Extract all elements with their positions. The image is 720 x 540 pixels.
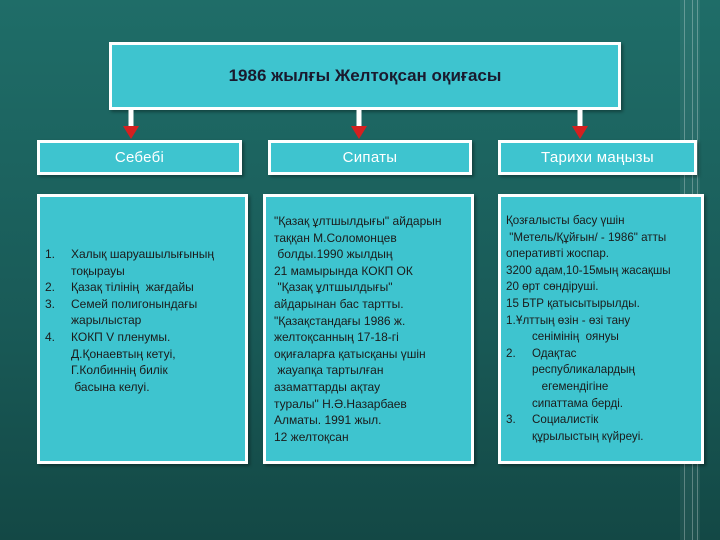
text-line: 15 БТР қатысытырылды.: [506, 296, 640, 310]
text-line: сипаттама берді.: [532, 396, 624, 410]
list-item-text: Одақтас республикалардың егемендігіне си…: [532, 346, 635, 412]
text-line: басына келуі.: [71, 379, 150, 394]
text-line: "Қазақстандағы 1986 ж.: [274, 313, 406, 328]
list-item-number: 1.: [45, 247, 56, 261]
text-line: Д.Қонаевтың кетуі,: [71, 346, 176, 361]
arrow-down-icon: [572, 110, 588, 139]
column-header-significance: Тарихи маңызы: [498, 140, 697, 175]
list-item-number: 1.: [506, 313, 516, 327]
text-line: КОКП V пленумы.: [71, 329, 171, 344]
text-line: тоқырауы: [71, 263, 125, 278]
text-line: Ұлттың өзін - өзі тану: [516, 313, 631, 327]
list-item-number: 4.: [45, 329, 56, 344]
text-line: Семей полигонындағы: [71, 296, 198, 311]
text-line: "Метель/Құйғын/ - 1986" атты: [506, 230, 667, 244]
text-line: Қозғалысты басу үшін: [506, 214, 625, 227]
causes-box: 1. Халық шаруашылығының тоқырауы 2. Қаза…: [37, 194, 248, 464]
column-header-label: Тарихи маңызы: [541, 149, 654, 166]
list-item-text: Қазақ тілінің жағдайы: [71, 279, 194, 296]
text-line: 21 мамырында КОКП ОК: [274, 263, 413, 278]
character-box: "Қазақ ұлтшылдығы" айдарын таққан М.Соло…: [263, 194, 474, 464]
text-line: республикалардың: [532, 363, 635, 377]
list-item-text: КОКП V пленумы. Д.Қонаевтың кетуі, Г.Кол…: [71, 329, 176, 395]
list-item-text: Халық шаруашылығының тоқырауы: [71, 246, 214, 279]
text-line: Халық шаруашылығының: [71, 247, 215, 261]
text-line: "Қазақ ұлтшылдығы" айдарын: [274, 214, 442, 228]
text-line: жауапқа тартылған: [274, 363, 384, 378]
column-header-causes: Себебі: [37, 140, 242, 175]
causes-list: 1. Халық шаруашылығының тоқырауы 2. Қаза…: [45, 246, 243, 395]
significance-text: Қозғалысты басу үшін "Метель/Құйғын/ - 1…: [506, 213, 700, 313]
text-line: таққан М.Соломонцев: [274, 230, 397, 245]
text-line: егемендігіне: [532, 379, 609, 393]
column-header-character: Сипаты: [268, 140, 472, 175]
list-item: 2. Қазақ тілінің жағдайы: [45, 279, 243, 296]
list-item: 4. КОКП V пленумы. Д.Қонаевтың кетуі, Г.…: [45, 329, 243, 395]
text-line: азаматтарды ақтау: [274, 379, 381, 394]
text-line: Социалистік: [532, 413, 599, 427]
list-item: 3. Семей полигонындағы жарылыстар: [45, 296, 243, 329]
diagram-title: 1986 жылғы Желтоқсан оқиғасы: [228, 66, 502, 85]
text-line: жарылыстар: [71, 313, 142, 328]
list-item: 2. Одақтас республикалардың егемендігіне…: [506, 346, 700, 412]
column-header-label: Себебі: [114, 149, 165, 166]
significance-list: 1. Ұлттың өзін - өзі тану сенімінің ояну…: [506, 313, 700, 446]
text-line: "Қазақ ұлтшылдығы": [274, 280, 393, 295]
list-item-text: Социалистік құрылыстың күйреуі.: [532, 412, 644, 445]
column-header-label: Сипаты: [342, 149, 398, 166]
text-line: айдарынан бас тартты.: [274, 296, 404, 311]
text-line: 12 желтоқсан: [274, 429, 349, 444]
text-line: болды.1990 жылдың: [274, 247, 393, 262]
arrow-down-icon: [351, 110, 367, 139]
list-item-number: 2.: [506, 346, 516, 360]
arrow-down-icon: [123, 110, 139, 139]
text-line: Одақтас: [532, 346, 577, 360]
text-line: оперативті жоспар.: [506, 247, 610, 261]
diagram-title-box: 1986 жылғы Желтоқсан оқиғасы: [109, 42, 621, 110]
text-line: туралы" Н.Ә.Назарбаев: [274, 396, 407, 411]
text-line: оқиғаларға қатысқаны үшін: [274, 346, 426, 361]
list-item-text: Ұлттың өзін - өзі тану сенімінің оянуы: [516, 313, 630, 346]
list-item: 1. Халық шаруашылығының тоқырауы: [45, 246, 243, 279]
list-item-number: 3.: [45, 296, 56, 311]
text-line: 3200 адам,10-15мың жасақшы: [506, 263, 671, 277]
text-line: желтоқсанның 17-18-гі: [274, 330, 399, 345]
list-item-text: Семей полигонындағы жарылыстар: [71, 296, 197, 329]
significance-box: Қозғалысты басу үшін "Метель/Құйғын/ - 1…: [498, 194, 704, 464]
list-item-number: 3.: [506, 413, 516, 427]
character-text: "Қазақ ұлтшылдығы" айдарын таққан М.Соло…: [274, 213, 469, 445]
list-item-number: 2.: [45, 280, 56, 295]
text-line: Г.Колбиннің билік: [71, 363, 168, 378]
text-line: сенімінің оянуы: [532, 330, 619, 344]
list-item: 1. Ұлттың өзін - өзі тану сенімінің ояну…: [506, 313, 700, 346]
text-line: 20 өрт сөндіруші.: [506, 280, 599, 294]
text-line: Қазақ тілінің жағдайы: [71, 280, 194, 295]
text-line: Алматы. 1991 жыл.: [274, 413, 382, 428]
text-line: құрылыстың күйреуі.: [532, 429, 644, 443]
list-item: 3. Социалистік құрылыстың күйреуі.: [506, 412, 700, 445]
